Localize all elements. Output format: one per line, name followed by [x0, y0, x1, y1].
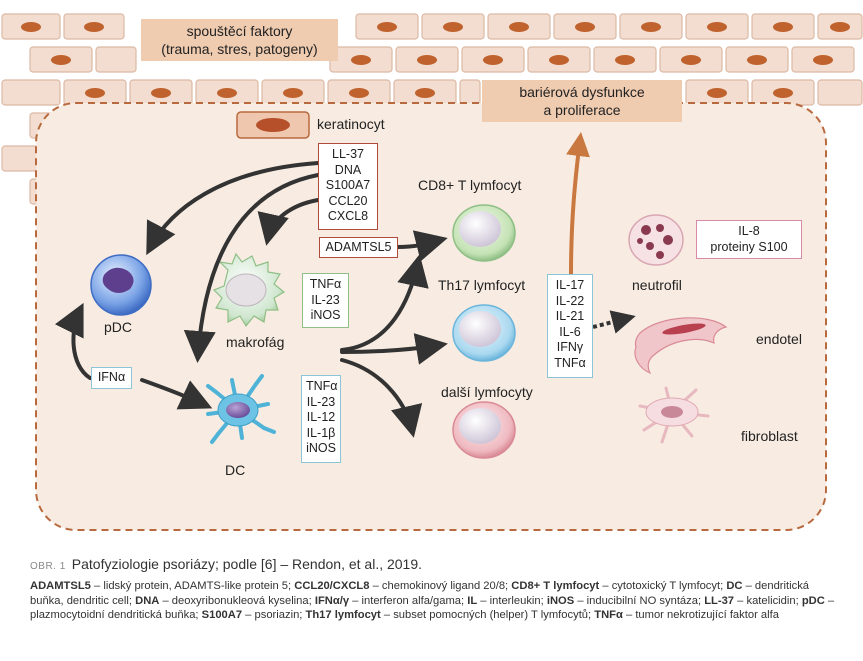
dermis-panel: [35, 102, 827, 531]
legend-term: IL: [467, 594, 478, 607]
legend-term: TNFα: [594, 609, 623, 622]
legend-definition: – plazmocytoidní dendritická buňka;: [30, 594, 835, 622]
cd8-t-cell: [452, 204, 516, 262]
diagram-graphics: [1, 13, 863, 531]
legend-definition: – lidský protein, ADAMTS-like protein 5;: [90, 580, 295, 592]
keratinocyte-cell: [236, 111, 310, 139]
th17-label: Th17 lymfocyt: [438, 277, 526, 293]
legend-term: LL-37: [704, 594, 735, 607]
endothelium-label: endotel: [756, 331, 802, 347]
fibroblast-label: fibroblast: [741, 428, 798, 444]
product-item: TNFα: [309, 277, 342, 291]
keratinocyte-label: keratinocyt: [317, 116, 385, 132]
legend-term: Th17 lymfocyt: [305, 609, 381, 622]
adamtsl5-box: ADAMTSL5: [319, 237, 398, 258]
psoriasis-pathophysiology-diagram: spouštěcí faktory (trauma, stres, patoge…: [1, 13, 863, 531]
legend-term: CD8+ T lymfocyt: [511, 580, 600, 592]
macrophage-products-box: TNFα IL-23 iNOS: [302, 273, 349, 328]
product-item: TNFα: [554, 355, 586, 370]
keratinocyte-products-box: LL-37 DNA S100A7 CCL20 CXCL8: [318, 143, 378, 230]
barrier-line2: a proliferace: [543, 102, 621, 118]
other-lymphocyte-cell: [452, 401, 516, 459]
figure-caption: OBR. 1 Patofyziologie psoriázy; podle [6]…: [30, 556, 840, 623]
neutrophil-products-box: IL-8 proteiny S100: [696, 220, 802, 259]
legend-term: pDC: [801, 594, 825, 607]
legend-definition: – psoriazin;: [242, 609, 306, 622]
legend-definition: – dendritická buňka, dendritic cell;: [30, 580, 810, 607]
legend-definition: – deoxyribonukleová kyselina;: [159, 594, 315, 607]
dashed-arrow-to-neutrophil: [592, 310, 636, 334]
product-item: IL-1β: [306, 425, 336, 440]
dc-label: DC: [225, 462, 246, 478]
cd8-label: CD8+ T lymfocyt: [418, 177, 522, 193]
product-item: S100A7: [325, 178, 371, 192]
growth-arrow: [566, 132, 590, 275]
trigger-factors-callout: spouštěcí faktory (trauma, stres, patoge…: [141, 19, 338, 61]
barrier-line1: bariérová dysfunkce: [519, 84, 645, 100]
legend-term: iNOS: [546, 594, 575, 607]
signal-arrows: [54, 161, 448, 438]
product-item: IL-22: [555, 293, 585, 308]
adamtsl5-text: ADAMTSL5: [325, 240, 392, 254]
th17-cell: [452, 304, 516, 362]
trigger-line2: (trauma, stres, patogeny): [161, 41, 318, 57]
ifn-alpha-text: IFNα: [97, 370, 126, 384]
neutrophil-cell: [628, 214, 684, 266]
product-item: CXCL8: [327, 209, 369, 223]
product-item: IL-8: [738, 224, 760, 238]
trigger-line1: spouštěcí faktory: [186, 23, 293, 39]
product-item: IL-17: [555, 278, 585, 292]
t-cell-products-box: IL-17 IL-22 IL-21 IL-6 IFNγ TNFα: [547, 274, 593, 378]
product-item: iNOS: [310, 308, 341, 322]
legend-definition: – interleukin;: [477, 594, 547, 607]
caption-title-line: OBR. 1 Patofyziologie psoriázy; podle [6]…: [30, 556, 840, 572]
dc-cell: [206, 374, 276, 444]
product-item: TNFα: [306, 379, 338, 393]
product-item: CCL20: [328, 193, 368, 208]
legend-definition: – tumor nekrotizující faktor alfa: [622, 609, 779, 622]
legend-definition: – interferon alfa/gama;: [349, 594, 468, 607]
abbreviation-legend: ADAMTSL5 – lidský protein, ADAMTS-like p…: [30, 579, 840, 623]
other-lymphocytes-label: další lymfocyty: [441, 384, 533, 400]
product-item: LL-37: [332, 147, 364, 161]
product-item: proteiny S100: [710, 239, 788, 254]
dc-products-box: TNFα IL-23 IL-12 IL-1β iNOS: [301, 375, 341, 463]
legend-term: DC: [726, 580, 743, 592]
legend-definition: – cytotoxický T lymfocyt;: [599, 580, 727, 592]
legend-definition: – subset pomocných (helper) T lymfocytů;: [380, 609, 595, 622]
pdc-label: pDC: [104, 319, 133, 335]
product-item: IL-23: [311, 292, 340, 307]
legend-term: DNA: [135, 594, 160, 607]
ifn-alpha-box: IFNα: [91, 367, 132, 389]
neutrophil-label: neutrofil: [632, 277, 682, 293]
legend-definition: – inducibilní NO syntáza;: [574, 594, 705, 607]
barrier-dysfunction-callout: bariérová dysfunkce a proliferace: [482, 80, 682, 122]
legend-term: CCL20/CXCL8: [294, 580, 370, 592]
product-item: IL-21: [555, 309, 585, 323]
product-item: IL-6: [559, 324, 581, 339]
product-item: IFNγ: [556, 340, 584, 354]
skin-brick-layer: [1, 13, 863, 205]
fibroblast-cell: [638, 386, 710, 444]
pdc-cell: [90, 254, 152, 316]
legend-term: ADAMTSL5: [30, 580, 91, 592]
product-item: IL-23: [306, 394, 336, 409]
macrophage-label: makrofág: [226, 334, 285, 350]
legend-definition: – chemokinový ligand 20/8;: [369, 580, 512, 592]
legend-term: IFNα/γ: [314, 594, 350, 607]
product-item: iNOS: [306, 441, 336, 455]
product-item: IL-12: [306, 410, 336, 424]
endothelium-cell: [634, 317, 728, 375]
legend-definition: – katelicidin;: [734, 594, 802, 607]
product-item: DNA: [334, 162, 362, 177]
legend-term: S100A7: [201, 609, 243, 622]
macrophage-cell: [212, 252, 286, 328]
caption-title: Patofyziologie psoriázy; podle [6] – Ren…: [71, 556, 423, 572]
figure-number: OBR. 1: [30, 561, 66, 572]
